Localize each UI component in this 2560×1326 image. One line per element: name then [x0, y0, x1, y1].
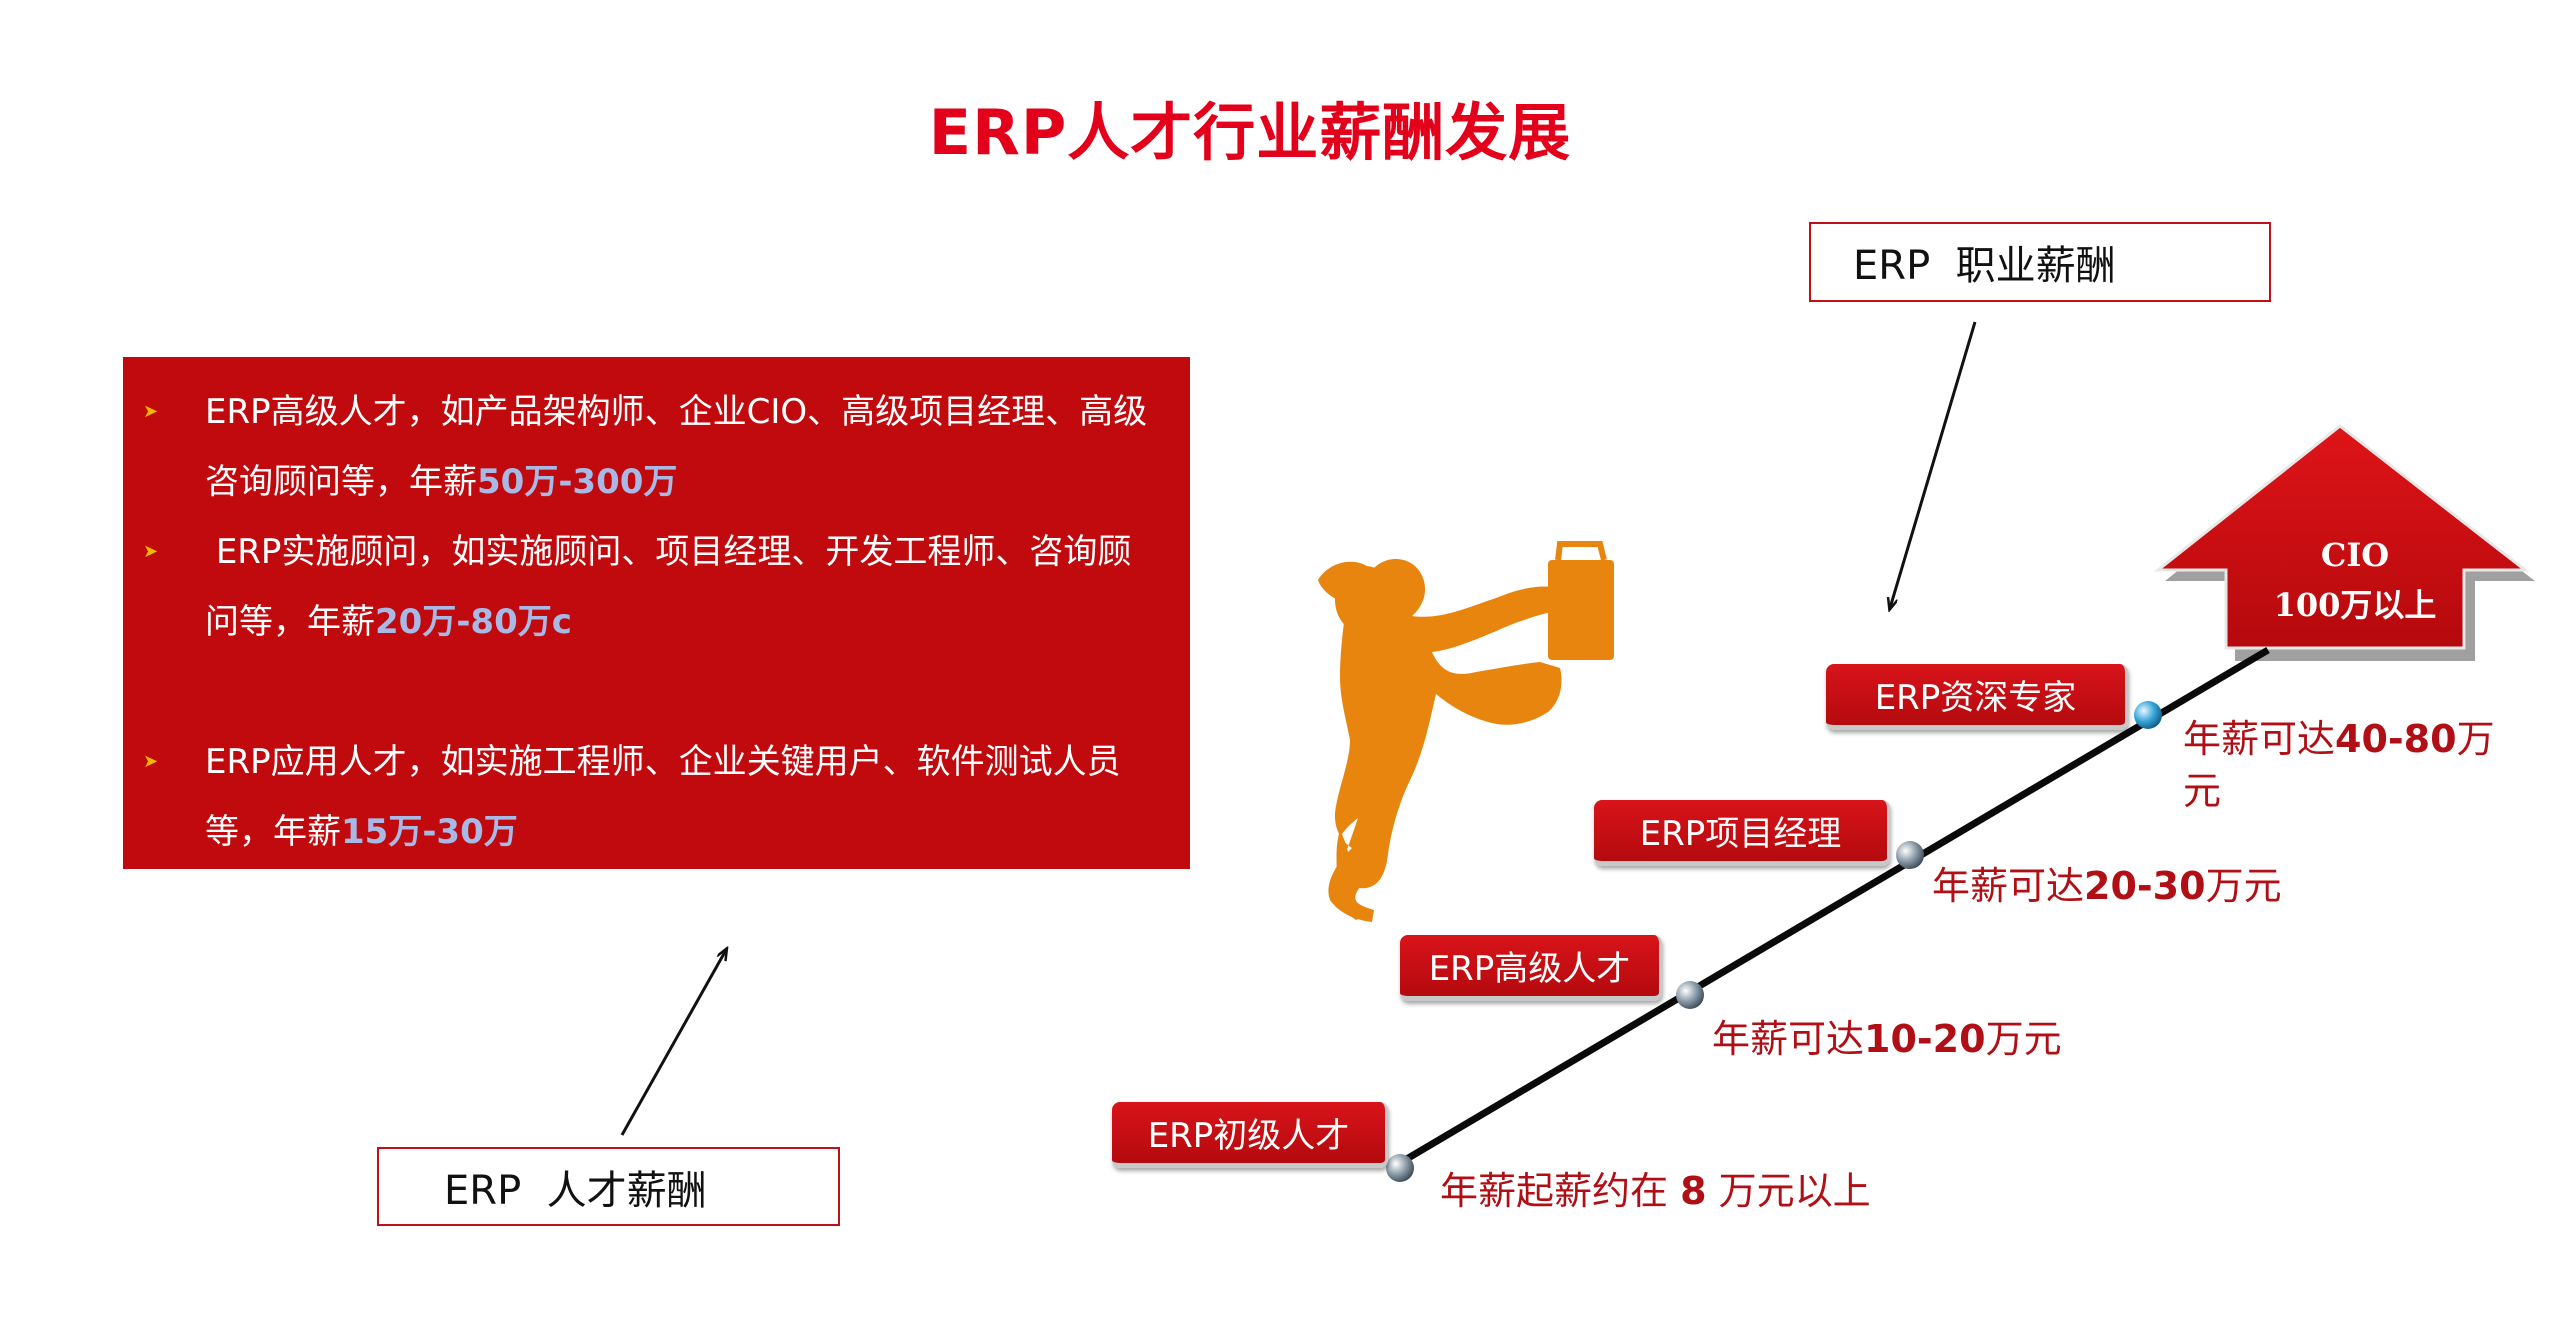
salary-suffix: 万元 [2183, 717, 2495, 813]
panel-item-consultant: ➤ ERP实施顾问，如实施顾问、项目经理、开发工程师、咨询顾问等，年薪20万-8… [143, 517, 1163, 657]
level-label-senior: ERP高级人才 [1400, 935, 1662, 1001]
salary-suffix: 万元 [1985, 1017, 2062, 1061]
salary-suffix: 万元 [2205, 864, 2282, 908]
salary-pm: 年薪可达20-30万元 [1932, 855, 2282, 910]
talent-salary-box: ERP 人才薪酬 [377, 1147, 840, 1226]
panel-item-highlight: 15万-30万 [341, 812, 518, 852]
salary-info-panel: ➤ ERP高级人才，如产品架构师、企业CIO、高级项目经理、高级咨询顾问等，年薪… [123, 357, 1190, 869]
panel-item-highlight: 50万-300万 [477, 462, 678, 502]
talent-pointer-arrow-icon [620, 950, 726, 1136]
bullet-arrow-icon: ➤ [143, 401, 159, 422]
panel-item-highlight: 20万-80万c [375, 602, 572, 642]
salary-value: 8 [1680, 1169, 1707, 1213]
panel-item-text: ERP应用人才，如实施工程师、企业关键用户、软件测试人员等，年薪 [205, 742, 1121, 852]
career-salary-box: ERP 职业薪酬 [1809, 222, 2271, 302]
cio-up-arrow-icon [2153, 424, 2535, 661]
level-label-junior: ERP初级人才 [1112, 1102, 1388, 1168]
milestone-dot-icon [1896, 841, 1924, 869]
panel-item-text: ERP高级人才，如产品架构师、企业CIO、高级项目经理、高级咨询顾问等，年薪 [205, 392, 1148, 502]
briefcase-icon [1548, 541, 1614, 660]
cio-salary: 100万以上 [2273, 586, 2437, 624]
panel-item-senior: ➤ ERP高级人才，如产品架构师、企业CIO、高级项目经理、高级咨询顾问等，年薪… [143, 377, 1163, 517]
talent-salary-label: ERP 人才薪酬 [444, 1167, 707, 1214]
salary-prefix: 年薪可达 [2183, 717, 2336, 761]
salary-prefix: 年薪可达 [1932, 864, 2085, 908]
bullet-arrow-icon: ➤ [143, 541, 159, 562]
salary-senior: 年薪可达10-20万元 [1712, 1008, 2062, 1063]
salary-junior: 年薪起薪约在 8 万元以上 [1440, 1160, 1871, 1215]
bullet-arrow-icon: ➤ [143, 751, 159, 772]
salary-suffix: 万元以上 [1706, 1169, 1871, 1213]
career-salary-label: ERP 职业薪酬 [1853, 243, 2116, 289]
milestone-dot-icon [2134, 701, 2162, 729]
milestone-dot-icon [1676, 981, 1704, 1009]
panel-item-text: ERP实施顾问，如实施顾问、项目经理、开发工程师、咨询顾问等，年薪 [205, 532, 1132, 642]
salary-value: 40-80 [2335, 717, 2457, 761]
salary-prefix: 年薪起薪约在 [1440, 1169, 1681, 1213]
panel-item-application: ➤ ERP应用人才，如实施工程师、企业关键用户、软件测试人员等，年薪15万-30… [143, 727, 1163, 867]
salary-prefix: 年薪可达 [1712, 1017, 1865, 1061]
cio-title: CIO [2320, 536, 2390, 574]
salary-value: 10-20 [1864, 1017, 1986, 1061]
jumping-person-icon [1318, 558, 1562, 922]
salary-expert: 年薪可达40-80万元 [2183, 713, 2513, 817]
milestone-dot-icon [1386, 1154, 1414, 1182]
salary-value: 20-30 [2084, 864, 2206, 908]
growth-line [1386, 646, 2270, 1174]
page-title: ERP人才行业薪酬发展 [928, 96, 1572, 169]
career-pointer-arrow-icon [1890, 321, 1977, 608]
level-label-pm: ERP项目经理 [1594, 800, 1890, 866]
level-label-expert: ERP资深专家 [1826, 664, 2128, 730]
